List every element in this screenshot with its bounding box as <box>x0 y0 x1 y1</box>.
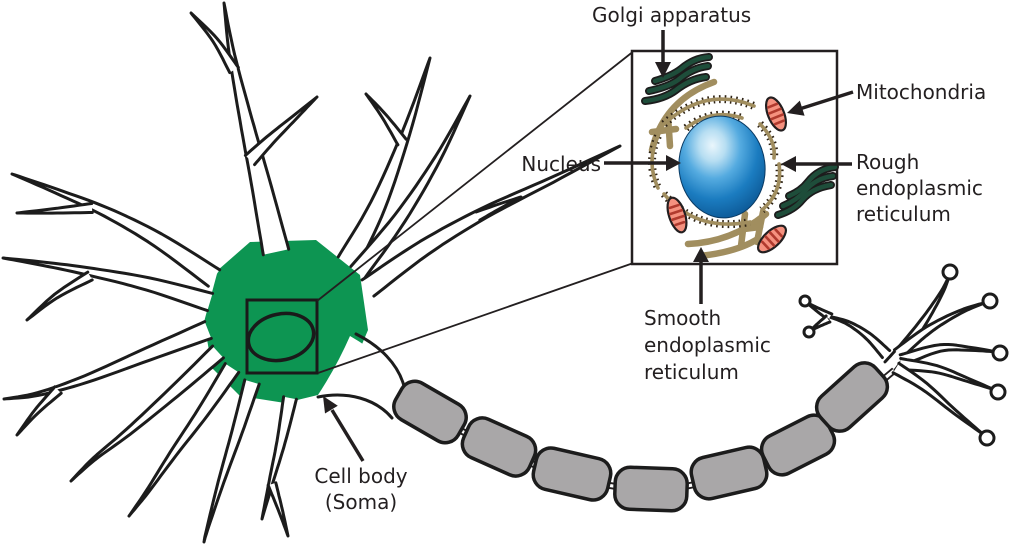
cell-body-arrow <box>323 396 365 462</box>
cell-body-inset <box>630 49 837 266</box>
axon-hillock <box>316 332 406 420</box>
soma-zoom-square <box>245 298 319 375</box>
axon-terminals <box>804 272 999 437</box>
label-smooth-er: Smooth endoplasmic reticulum <box>644 306 771 384</box>
cell-body-soma <box>204 240 368 403</box>
smooth-er-arrow <box>693 247 709 304</box>
nucleus-arrow <box>604 155 681 171</box>
label-rough-er: Rough endoplasmic reticulum <box>856 150 983 226</box>
axon-terminal-bulbs <box>798 263 1009 447</box>
mitochondrion <box>666 196 688 234</box>
nucleus <box>678 115 766 219</box>
rough-er-arrow <box>781 156 852 172</box>
mitochondria-arrow <box>787 90 854 116</box>
label-golgi-apparatus: Golgi apparatus <box>592 3 752 27</box>
label-mitochondria: Mitochondria <box>856 80 987 104</box>
mitochondrion <box>765 96 787 132</box>
golgi-arrow <box>655 30 671 78</box>
label-nucleus: Nucleus <box>521 152 601 176</box>
myelin-sheath <box>392 361 890 513</box>
mitochondrion <box>756 224 788 254</box>
label-cell-body: Cell body (Soma) <box>314 464 408 514</box>
dendrites <box>1 1 622 544</box>
inset-connector-lines <box>316 51 633 374</box>
label-arrows <box>323 30 854 462</box>
